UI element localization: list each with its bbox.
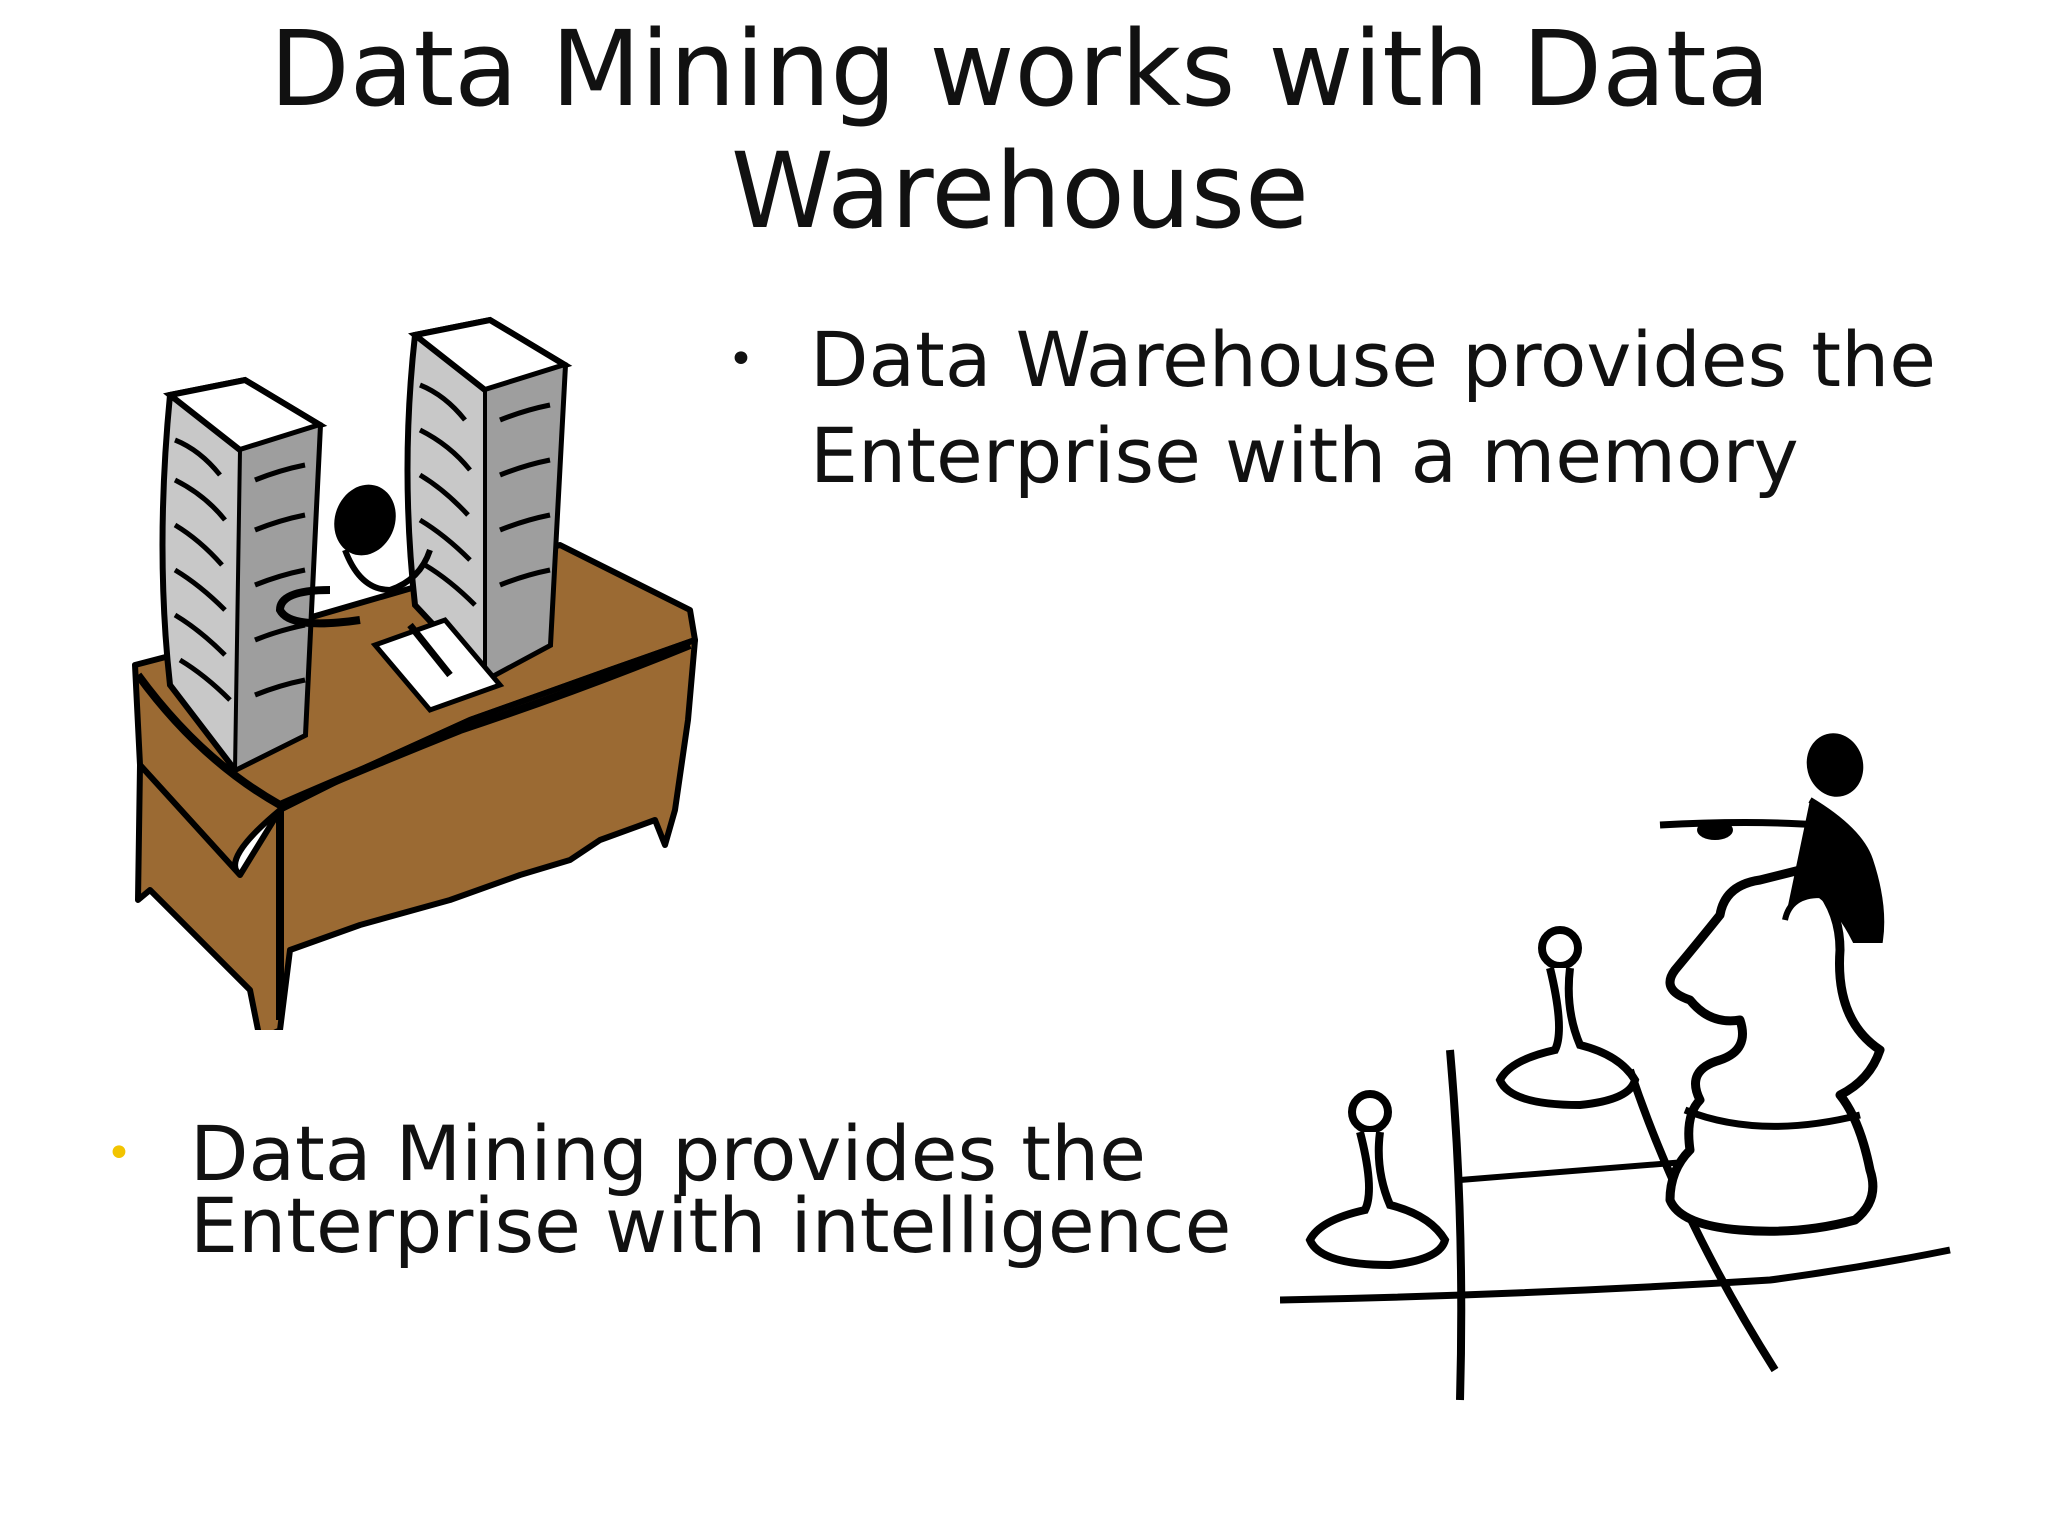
bullet-marker: • [728,334,754,385]
bullet-marker: • [106,1128,132,1179]
chess-knight-pointer-illustration [1280,733,1951,1401]
slide-title: Data Mining works with Data Warehouse [269,8,1771,252]
bullet-data-mining: • Data Mining provides the Enterprise wi… [106,1109,1306,1270]
desk-paper-stacks-illustration [132,316,698,1030]
bullet-data-warehouse: • Data Warehouse provides the Enterprise… [728,312,1968,504]
bullet-text: Data Mining provides the Enterprise with… [189,1109,1232,1270]
bullet-text: Data Warehouse provides the Enterprise w… [809,315,1936,500]
